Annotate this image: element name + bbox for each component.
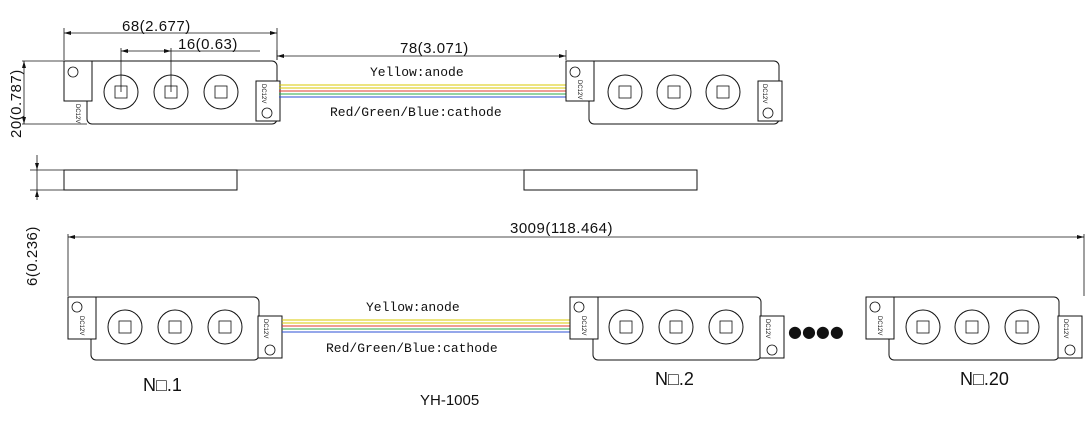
dim-module-height: 20(0.787) (8, 60, 87, 138)
module-height-label: 20(0.787) (8, 69, 25, 138)
svg-text:DC12V: DC12V (260, 84, 266, 103)
svg-text:DC12V: DC12V (764, 319, 770, 338)
module-thickness-label: 6(0.236) (24, 226, 41, 286)
dim-led-pitch: 16(0.63) (120, 36, 260, 92)
string-anode-label: Yellow:anode (366, 300, 460, 315)
dim-wire-spacing: 78(3.071) (276, 40, 567, 60)
svg-text:DC12V: DC12V (761, 84, 767, 103)
module-2-label: N□.2 (655, 369, 694, 389)
top-wires: Yellow:anode Red/Green/Blue:cathode (279, 65, 566, 120)
svg-text:DC12V: DC12V (576, 80, 582, 99)
model-label: YH-1005 (420, 392, 479, 409)
string-module-1: DC12V DC12V (67, 296, 283, 361)
string-wires: Yellow:anode Red/Green/Blue:cathode (282, 300, 570, 356)
svg-text:DC12V: DC12V (876, 316, 882, 335)
continuation-dots: ●●●● (788, 322, 844, 341)
dim-string-length: 3009(118.464) (67, 220, 1085, 296)
svg-text:DC12V: DC12V (1062, 319, 1068, 338)
top-module-right: DC12V DC12V (565, 60, 783, 125)
top-module-left: DC12V DC12V (63, 60, 281, 125)
overall-length-label: 68(2.677) (122, 18, 191, 35)
dim-overall-length: 68(2.677) (63, 18, 278, 60)
string-module-20: DC12V DC12V (865, 296, 1083, 361)
led-pitch-label: 16(0.63) (178, 36, 238, 53)
wire-spacing-label: 78(3.071) (400, 40, 469, 57)
svg-text:DC12V: DC12V (78, 316, 84, 335)
cathode-label: Red/Green/Blue:cathode (330, 105, 502, 120)
svg-text:DC12V: DC12V (262, 319, 268, 338)
svg-text:DC12V: DC12V (580, 316, 586, 335)
string-module-2: DC12V DC12V (569, 296, 785, 361)
svg-text:DC12V: DC12V (74, 104, 80, 123)
string-cathode-label: Red/Green/Blue:cathode (326, 341, 498, 356)
string-length-label: 3009(118.464) (510, 220, 613, 237)
module-20-label: N□.20 (960, 369, 1009, 389)
side-view: 6(0.236) (24, 155, 698, 286)
module-1-label: N□.1 (143, 375, 182, 395)
anode-label: Yellow:anode (370, 65, 464, 80)
